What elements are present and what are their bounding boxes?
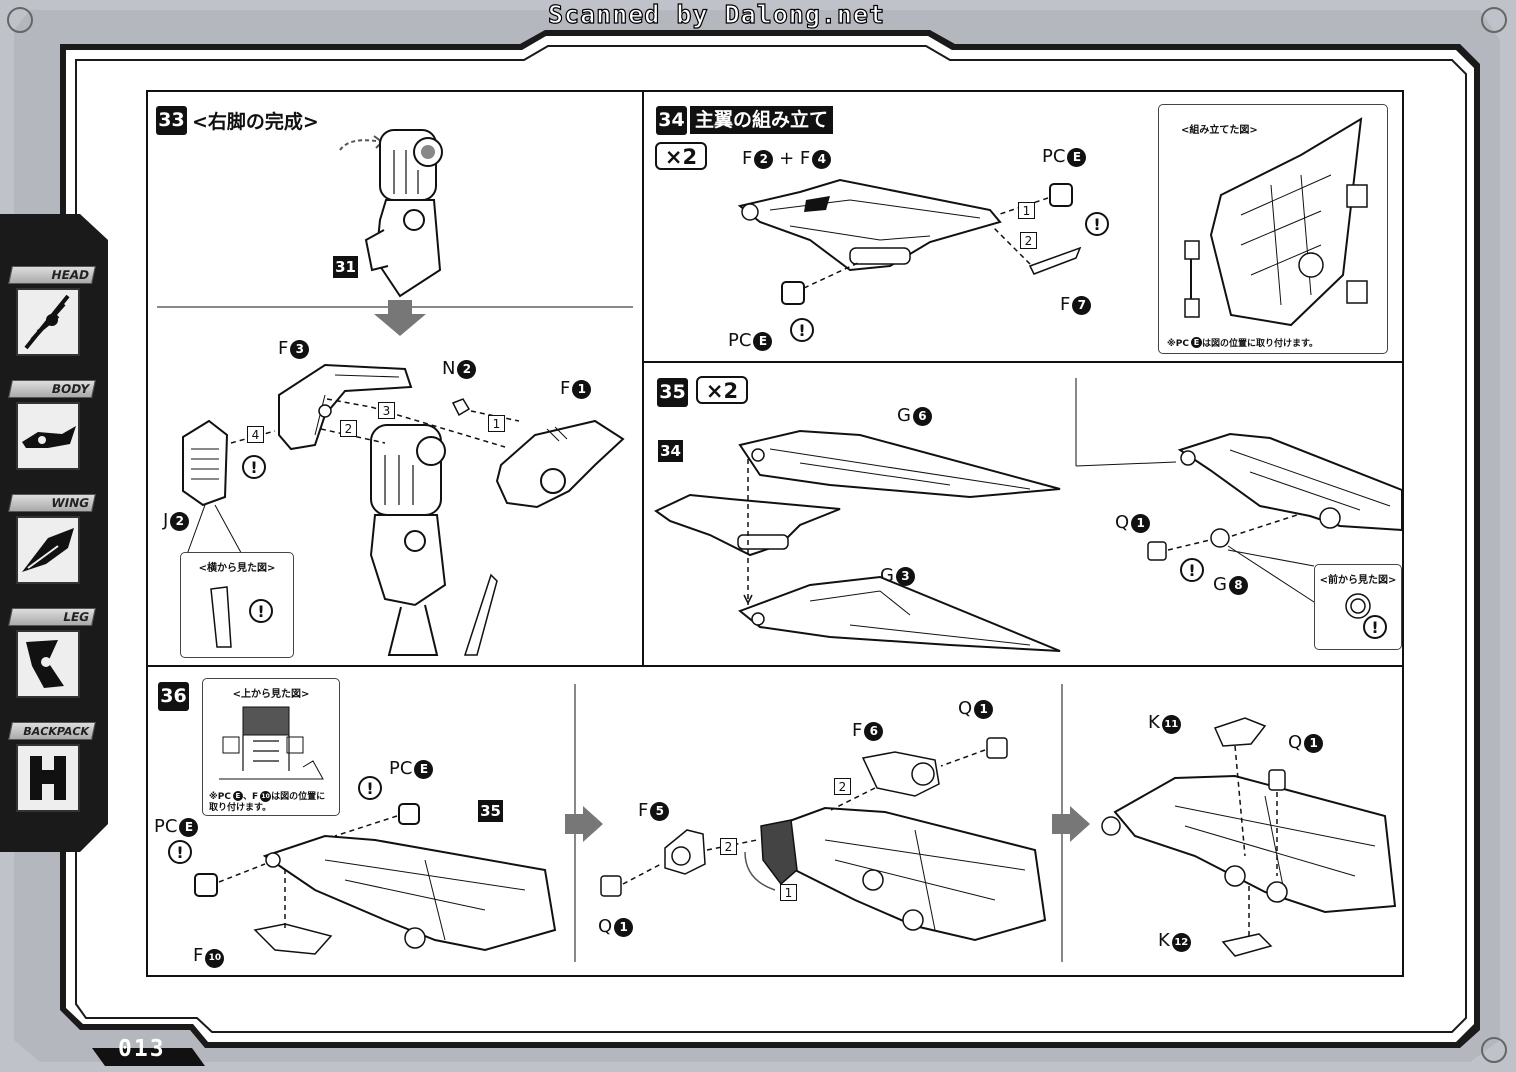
front-view-illustration: [1345, 593, 1371, 619]
body-part-icon: [16, 402, 80, 470]
caution-icon: !: [1180, 558, 1204, 582]
sidenav-item-body[interactable]: BODY: [8, 380, 96, 470]
wing-k11-k12-illustration: [1101, 717, 1397, 957]
caution-icon: !: [1085, 212, 1109, 236]
sidenav-item-leg[interactable]: LEG: [8, 608, 96, 698]
step-35-number: 35: [657, 378, 688, 407]
sidenav-item-head[interactable]: HEAD: [8, 266, 96, 356]
order-step-2: 2: [1020, 232, 1037, 249]
callout-lines: [1227, 545, 1315, 603]
down-arrow-icon: [374, 300, 426, 336]
head-part-icon: [16, 288, 80, 356]
step-34-number: 34: [656, 106, 687, 135]
caution-icon: !: [358, 776, 382, 800]
side-view-inset: <横から見た図> !: [180, 552, 294, 658]
right-leg-upper-illustration: [339, 129, 443, 298]
order-step-4: 4: [247, 426, 264, 443]
next-arrow-icon: [1052, 806, 1090, 842]
order-step-1: 1: [488, 415, 505, 432]
step-33-number: 33: [156, 106, 187, 135]
step-33-title: <右脚の完成>: [192, 111, 319, 133]
step-34-title: 主翼の組み立て: [690, 106, 834, 134]
step-35-multiplier: ×2: [696, 376, 748, 404]
wing-pce-f10-illustration: [194, 803, 557, 955]
caution-icon: !: [1363, 615, 1387, 639]
order-step-1: 1: [780, 884, 797, 901]
step-34-multiplier: ×2: [655, 142, 707, 170]
step-36-number: 36: [158, 682, 189, 711]
backpack-part-icon: [16, 744, 80, 812]
step-35-ref: 34: [658, 440, 683, 462]
wing-panel-assembly-illustration: [654, 429, 1061, 652]
sidenav-label: BODY: [8, 380, 96, 398]
caution-icon: !: [168, 840, 192, 864]
caution-icon: !: [790, 318, 814, 342]
right-leg-assembly-illustration: [182, 363, 625, 656]
sidenav-item-backpack[interactable]: BACKPACK: [8, 722, 96, 812]
inset-title: <前から見た図>: [1319, 575, 1397, 586]
page-number: 013: [118, 1036, 166, 1062]
order-step-2: 2: [834, 778, 851, 795]
scan-credit: Scanned by Dalong.net: [547, 0, 886, 30]
front-view-inset: <前から見た図> !: [1314, 564, 1402, 650]
inset-title: <上から見た図>: [232, 689, 310, 700]
assembled-wing-illustration: [1184, 117, 1368, 327]
sidenav-label: HEAD: [8, 266, 96, 284]
top-view-illustration: [219, 706, 324, 780]
caution-icon: !: [249, 599, 273, 623]
step-33-ref: 31: [333, 256, 358, 278]
next-arrow-icon: [565, 806, 603, 842]
inset-title: <組み立てた図>: [1181, 125, 1258, 136]
wing-with-g8-illustration: [1147, 432, 1403, 561]
inset-title: <横から見た図>: [198, 563, 276, 574]
part-sidenav: HEAD BODY WING LEG BACKPACK: [0, 214, 110, 854]
leg-part-icon: [16, 630, 80, 698]
side-view-illustration: [210, 586, 232, 648]
main-wing-frame-illustration: [737, 178, 1082, 305]
order-step-3: 3: [378, 402, 395, 419]
wing-f5-f6-illustration: [600, 737, 1047, 942]
sidenav-label: WING: [8, 494, 96, 512]
sidenav-label: BACKPACK: [8, 722, 96, 740]
order-step-1: 1: [1018, 202, 1035, 219]
wing-part-icon: [16, 516, 80, 584]
order-step-2: 2: [720, 838, 737, 855]
caution-icon: !: [242, 455, 266, 479]
sidenav-item-wing[interactable]: WING: [8, 494, 96, 584]
step-36-ref: 35: [478, 800, 503, 822]
order-step-2: 2: [340, 420, 357, 437]
sidenav-label: LEG: [8, 608, 96, 626]
